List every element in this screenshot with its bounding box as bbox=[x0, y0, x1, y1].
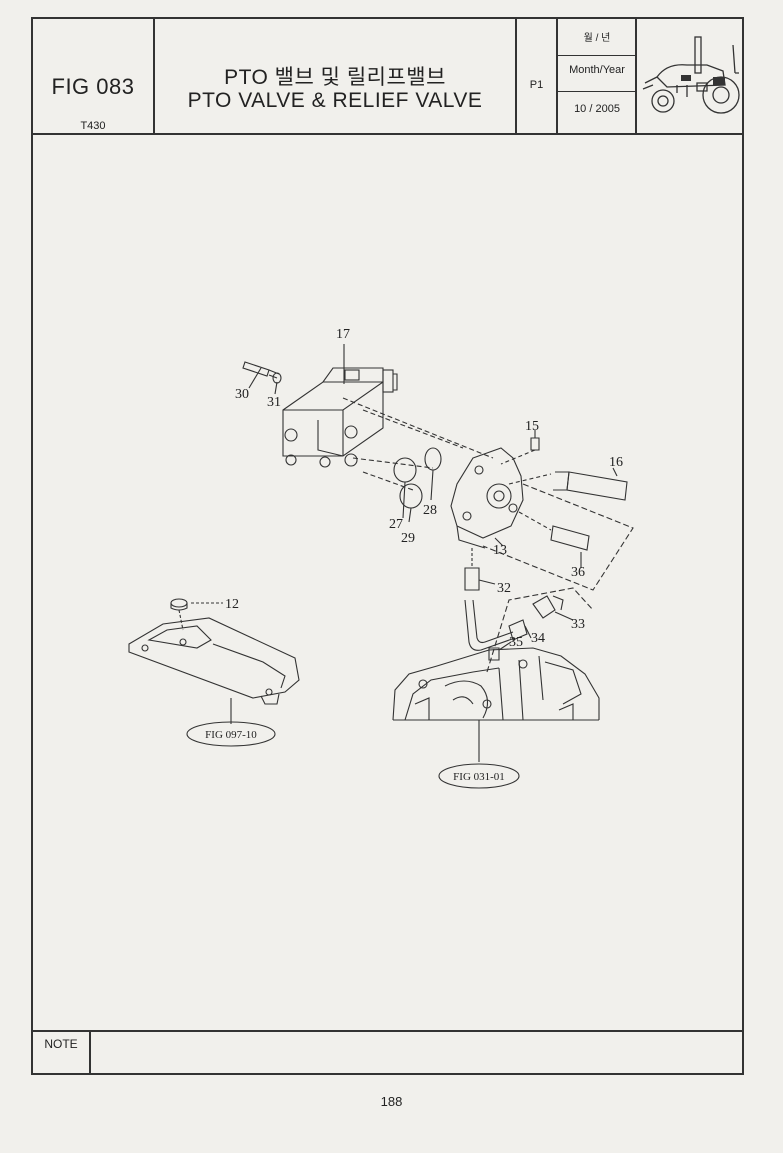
title-english: PTO VALVE & RELIEF VALVE bbox=[187, 89, 483, 112]
callout-17: 17 bbox=[336, 327, 350, 342]
date-value: 10 / 2005 bbox=[574, 103, 620, 115]
date-label-korean: 월 / 년 bbox=[583, 33, 611, 44]
callout-30: 30 bbox=[235, 387, 249, 402]
note-col-divider bbox=[89, 1031, 91, 1075]
callout-28: 28 bbox=[423, 503, 437, 518]
callout-33: 33 bbox=[571, 617, 585, 632]
page-label: P1 bbox=[529, 79, 544, 91]
cover-plate bbox=[128, 617, 300, 705]
note-label: NOTE bbox=[44, 1037, 78, 1051]
callout-15: 15 bbox=[525, 419, 539, 434]
header-col-divider-2 bbox=[515, 19, 517, 133]
header-divider bbox=[33, 133, 742, 135]
header-col-divider-3 bbox=[556, 19, 558, 133]
header-col-divider-1 bbox=[153, 19, 155, 133]
tractor-icon bbox=[642, 36, 740, 114]
reference-fig-097-10: FIG 097-10 bbox=[205, 729, 257, 741]
page-number: 188 bbox=[380, 1094, 403, 1109]
figure-id: FIG 083 bbox=[51, 74, 135, 99]
header-col-divider-4 bbox=[635, 19, 637, 133]
relief-valve-cover bbox=[450, 447, 524, 549]
callout-29: 29 bbox=[401, 531, 415, 546]
callout-34: 34 bbox=[531, 631, 545, 646]
exploded-parts-diagram: 17 30 31 15 16 27 28 29 13 36 32 33 34 3… bbox=[128, 327, 634, 789]
date-row-divider-2 bbox=[557, 91, 636, 92]
callout-36: 36 bbox=[571, 565, 585, 580]
reference-fig-031-01: FIG 031-01 bbox=[453, 771, 505, 783]
callout-13: 13 bbox=[493, 543, 507, 558]
callout-16: 16 bbox=[609, 455, 623, 470]
title-korean: PTO 밸브 및 릴리프밸브 bbox=[224, 66, 446, 89]
model-code: T430 bbox=[80, 120, 106, 132]
callout-27: 27 bbox=[389, 517, 403, 532]
callout-35: 35 bbox=[509, 635, 523, 650]
note-divider bbox=[33, 1030, 742, 1032]
callout-12: 12 bbox=[225, 597, 239, 612]
date-row-divider-1 bbox=[557, 55, 636, 56]
date-label-english: Month/Year bbox=[569, 64, 625, 76]
page-frame: FIG 083 T430 PTO 밸브 및 릴리프밸브 PTO VALVE & … bbox=[31, 17, 744, 1075]
callout-31: 31 bbox=[267, 395, 281, 410]
callout-32: 32 bbox=[497, 581, 511, 596]
pto-valve-body bbox=[282, 367, 398, 468]
transmission-case bbox=[392, 647, 600, 721]
